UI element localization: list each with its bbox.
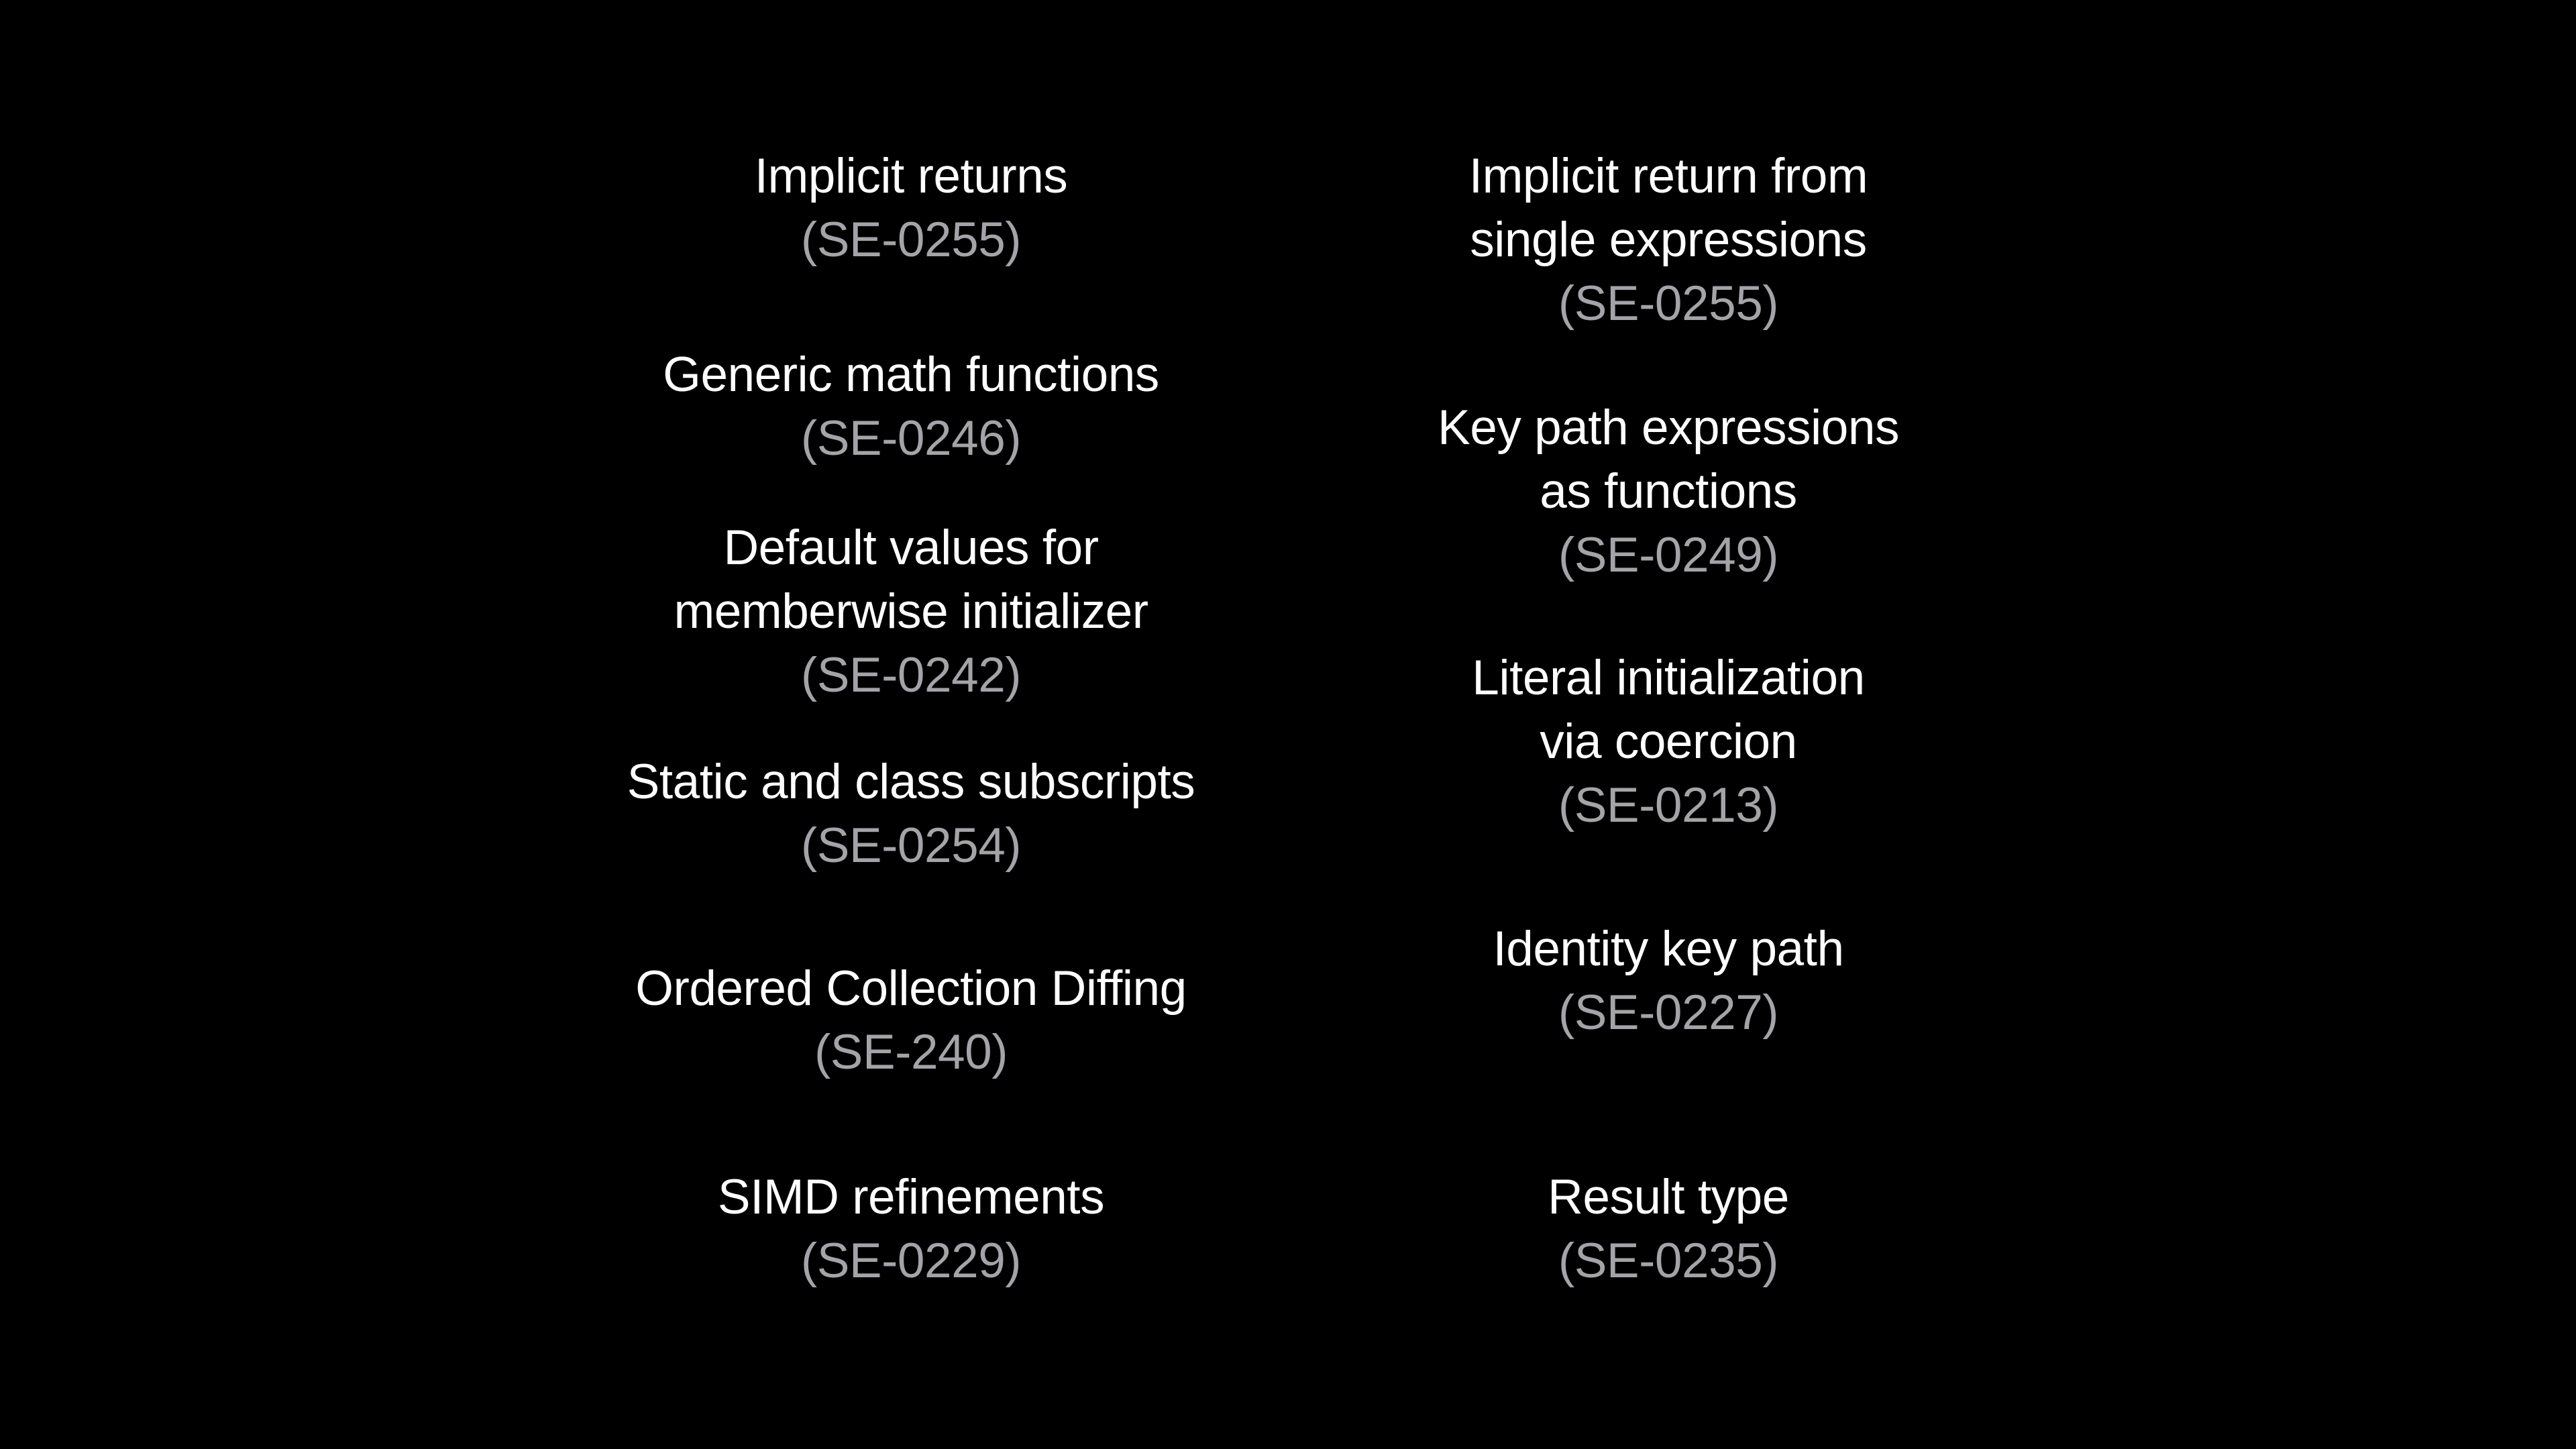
feature-title: Ordered Collection Diffing <box>635 961 1187 1016</box>
proposal-code: (SE-0246) <box>800 411 1022 466</box>
feature-item-identity-key-path: Identity key path (SE-0227) <box>1299 917 2037 1044</box>
feature-item-generic-math-functions: Generic math functions (SE-0246) <box>542 343 1280 470</box>
proposal-code: (SE-0229) <box>800 1234 1022 1288</box>
feature-title: Result type <box>1548 1170 1789 1224</box>
feature-item-ordered-collection-diffing: Ordered Collection Diffing (SE-240) <box>542 957 1280 1084</box>
proposal-code: (SE-0255) <box>800 213 1022 267</box>
feature-item-result-type: Result type (SE-0235) <box>1299 1165 2037 1293</box>
proposal-code: (SE-0255) <box>1558 276 1779 331</box>
feature-item-key-path-expressions-as-functions: Key path expressions as functions (SE-02… <box>1299 396 2037 587</box>
feature-title: Generic math functions <box>663 347 1159 402</box>
feature-title: Literal initialization via coercion <box>1472 651 1865 769</box>
proposal-code: (SE-0254) <box>800 818 1022 873</box>
feature-title: Implicit returns <box>754 149 1068 203</box>
feature-title: Implicit return from single expressions <box>1468 149 1868 267</box>
feature-item-implicit-returns: Implicit returns (SE-0255) <box>542 144 1280 272</box>
feature-item-default-values-memberwise-initializer: Default values for memberwise initialize… <box>542 516 1280 707</box>
proposal-code: (SE-0227) <box>1558 985 1779 1040</box>
feature-item-simd-refinements: SIMD refinements (SE-0229) <box>542 1165 1280 1293</box>
feature-title: Identity key path <box>1493 922 1844 976</box>
feature-item-literal-initialization-via-coercion: Literal initialization via coercion (SE-… <box>1299 646 2037 837</box>
feature-title: Static and class subscripts <box>627 755 1195 809</box>
proposal-code: (SE-0249) <box>1558 528 1779 582</box>
feature-title: Key path expressions as functions <box>1438 400 1899 519</box>
feature-item-implicit-return-single-expressions: Implicit return from single expressions … <box>1299 144 2037 335</box>
proposal-code: (SE-0242) <box>800 648 1022 702</box>
feature-title: SIMD refinements <box>717 1170 1105 1224</box>
proposal-code: (SE-0235) <box>1558 1234 1779 1288</box>
proposal-code: (SE-0213) <box>1558 778 1779 833</box>
proposal-code: (SE-240) <box>814 1025 1008 1079</box>
feature-item-static-class-subscripts: Static and class subscripts (SE-0254) <box>542 750 1280 877</box>
feature-title: Default values for memberwise initialize… <box>674 521 1148 639</box>
